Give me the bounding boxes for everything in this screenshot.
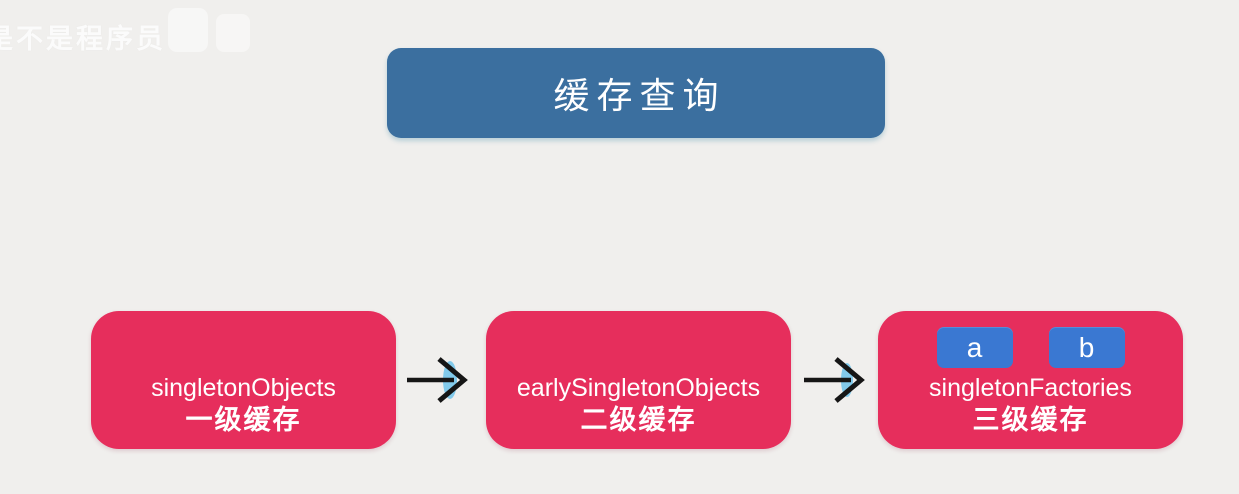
page-title: 缓存查询 [553, 75, 726, 116]
watermark: 是不是程序员 [0, 8, 250, 56]
factory-item-b: b [1048, 327, 1125, 368]
node-text-group: singletonFactories 三级缓存 [929, 373, 1132, 437]
node-name: earlySingletonObjects [516, 374, 761, 402]
node-label: 一级缓存 [185, 405, 302, 435]
cache-node-level3: a b singletonFactories 三级缓存 [878, 311, 1183, 449]
title-box: 缓存查询 [387, 48, 885, 138]
cache-node-level1: singletonObjects 一级缓存 [91, 311, 396, 449]
factory-item-a: a [936, 327, 1013, 368]
node-label: 二级缓存 [580, 405, 697, 435]
right-arrow-icon [407, 357, 468, 403]
node-name: singletonObjects [151, 374, 336, 402]
right-arrow-icon [804, 357, 865, 403]
node-label: 三级缓存 [972, 405, 1089, 435]
node-text-group: singletonObjects 一级缓存 [151, 373, 336, 437]
watermark-text: 是不是程序员 [0, 24, 166, 54]
node-name: singletonFactories [929, 374, 1132, 402]
node-text-group: earlySingletonObjects 二级缓存 [517, 373, 760, 437]
watermark-logo-icon [168, 4, 256, 56]
factory-item-row: a b [936, 327, 1125, 368]
cache-node-level2: earlySingletonObjects 二级缓存 [486, 311, 791, 449]
